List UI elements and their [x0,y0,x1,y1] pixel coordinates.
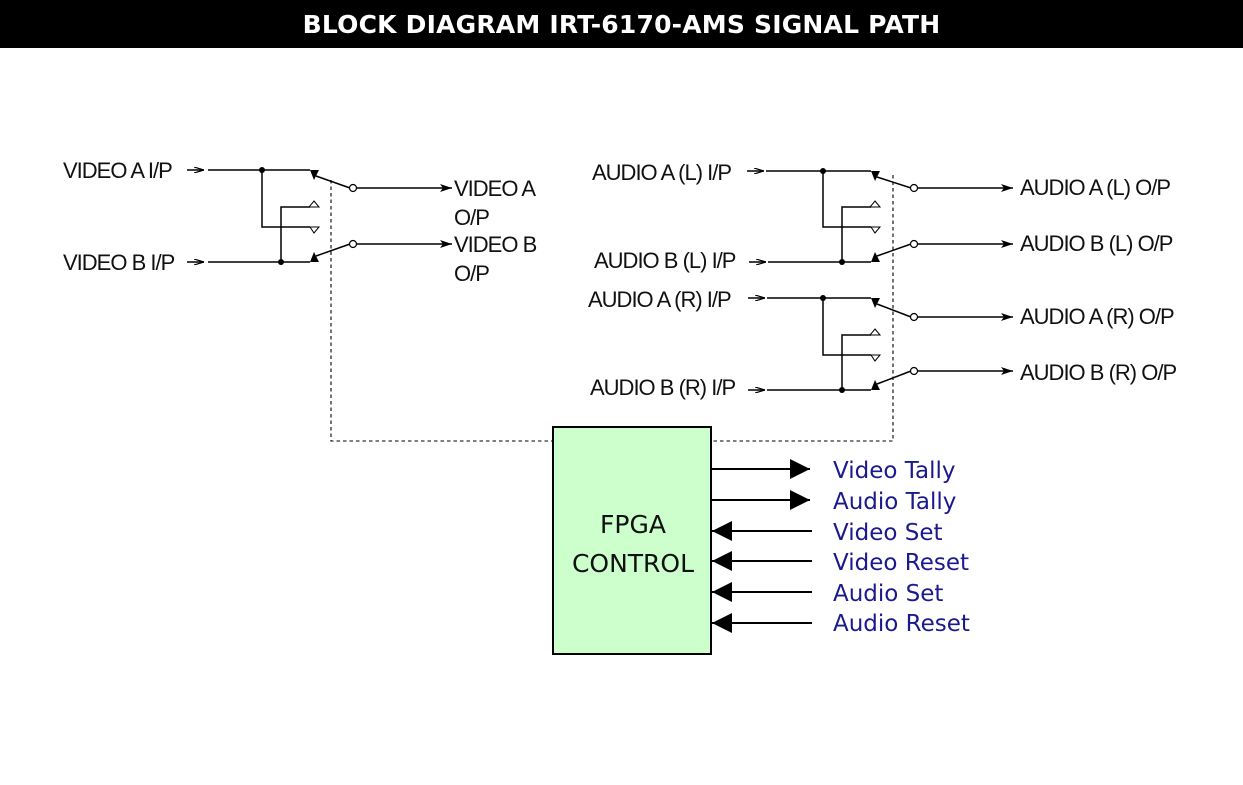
video-set-label: Video Set [833,520,943,546]
video-contact-a2 [309,226,321,234]
video-contact-b1 [307,200,321,208]
audio-a-left-cross-wire [822,171,871,228]
video-tally-label: Video Tally [833,458,955,484]
audio-b-right-input-label: AUDIO B (R) I/P [590,375,735,400]
video-a-switch-pole [348,183,358,193]
video-control-line [330,180,553,442]
audio-left-contact-a2 [870,226,882,234]
audio-tally-label: Audio Tally [833,489,956,515]
audio-b-left-switch-arm [876,243,912,257]
audio-left-contact-b1 [868,200,882,208]
fpga-control-label: CONTROL [572,549,694,578]
fpga-control-block: FPGA CONTROL [552,426,712,655]
audio-b-right-switch-arm [876,370,912,385]
audio-a-left-input-label: AUDIO A (L) I/P [592,160,731,185]
audio-a-right-cross-wire [822,298,871,356]
audio-reset-label: Audio Reset [833,611,970,637]
audio-control-line [712,175,894,442]
audio-left-contact-b2 [871,252,880,262]
video-a-switch-arm [315,175,351,189]
audio-b-left-switch-pole [909,239,919,249]
audio-b-right-output-label: AUDIO B (R) O/P [1020,360,1176,385]
audio-right-contact-a1 [871,298,880,308]
video-contact-b2 [310,252,319,262]
audio-b-left-input-label: AUDIO B (L) I/P [594,248,736,273]
audio-right-contact-a2 [870,354,882,362]
audio-a-left-switch-arm [876,176,912,189]
page-title: BLOCK DIAGRAM IRT-6170-AMS SIGNAL PATH [302,9,941,39]
fpga-box [552,426,712,655]
video-a-cross-wire [261,170,310,228]
audio-a-right-input-label: AUDIO A (R) I/P [588,287,731,312]
video-b-switch-pole [348,239,358,249]
audio-a-right-output-label: AUDIO A (R) O/P [1020,304,1174,329]
title-bar: BLOCK DIAGRAM IRT-6170-AMS SIGNAL PATH [0,0,1243,48]
video-a-input-label: VIDEO A I/P [63,158,172,183]
video-switch-group: VIDEO A I/P VIDEO B I/P VIDEO A O/P VIDE… [63,158,538,286]
audio-right-contact-b2 [871,380,880,390]
audio-a-left-output-label: AUDIO A (L) O/P [1020,175,1170,200]
audio-set-label: Audio Set [833,581,943,607]
fpga-label: FPGA [600,510,666,539]
audio-b-right-switch-pole [909,366,919,376]
video-b-output-label-2: O/P [454,261,489,286]
video-a-output-label: VIDEO A [454,176,536,201]
video-a-output-label-2: O/P [454,205,489,230]
video-b-input-label: VIDEO B I/P [63,250,175,275]
video-b-switch-arm [315,243,351,257]
audio-a-left-switch-pole [909,183,919,193]
video-contact-a1 [310,170,319,180]
audio-a-right-switch-pole [909,312,919,322]
audio-b-right-cross-wire [841,334,871,390]
video-reset-label: Video Reset [833,550,969,576]
audio-a-right-switch-arm [876,303,912,318]
audio-left-switch-group: AUDIO A (L) I/P AUDIO B (L) I/P AUDIO A … [592,160,1174,273]
audio-right-contact-b1 [868,328,882,336]
audio-b-left-cross-wire [841,206,871,262]
video-b-cross-wire [280,206,310,262]
audio-b-left-output-label: AUDIO B (L) O/P [1020,231,1173,256]
audio-left-contact-a1 [871,171,880,181]
audio-right-switch-group: AUDIO A (R) I/P AUDIO B (R) I/P AUDIO A … [588,287,1177,400]
video-b-output-label: VIDEO B [454,232,537,257]
